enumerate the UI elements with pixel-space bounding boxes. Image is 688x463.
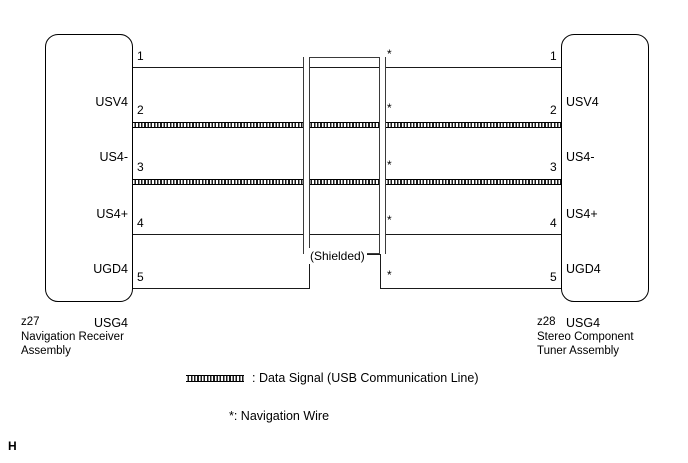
navigation-wire-marker-5: *: [387, 268, 392, 282]
pin-number-left-1: 1: [137, 49, 144, 63]
pin-number-right-5: 5: [550, 270, 557, 284]
terminal-label-left-ugd4: UGD4: [93, 262, 128, 276]
wire-ugd4: [133, 234, 561, 235]
connector-navigation-receiver-assembly[interactable]: USV4 US4- US4+ UGD4 USG4: [45, 34, 133, 329]
pin-number-right-2: 2: [550, 103, 557, 117]
connector-left-caption: z27 Navigation Receiver Assembly: [21, 316, 124, 357]
terminal-label-right-usg4: USG4: [566, 316, 601, 330]
terminal-label-right-us4-minus: US4-: [566, 150, 595, 164]
legend-item-data-signal: : Data Signal (USB Communication Line): [186, 372, 479, 385]
pin-number-right-1: 1: [550, 49, 557, 63]
terminal-label-right-us4-plus: US4+: [566, 207, 598, 221]
terminal-label-left-us4-plus: US4+: [96, 207, 128, 221]
pin-number-left-2: 2: [137, 103, 144, 117]
connector-right-caption: z28 Stereo Component Tuner Assembly: [537, 316, 634, 357]
pin-number-left-4: 4: [137, 216, 144, 230]
terminal-label-right-ugd4: UGD4: [566, 262, 601, 276]
wire-usv4: [133, 67, 561, 68]
pin-number-left-3: 3: [137, 160, 144, 174]
legend-item-navigation-wire: *: Navigation Wire: [229, 409, 330, 423]
wire-usg5-left-riser: [309, 254, 310, 289]
wire-usg5-right-riser: [380, 254, 381, 289]
pin-number-left-5: 5: [137, 270, 144, 284]
terminal-label-left-us4-minus: US4-: [99, 150, 128, 164]
wire-us4-plus: [133, 179, 561, 185]
terminal-label-left-usg4: USG4: [93, 316, 128, 330]
legend-data-signal-text: : Data Signal (USB Communication Line): [252, 371, 479, 385]
shield-box: [303, 57, 386, 254]
terminal-label-left-usv4: USV4: [95, 95, 128, 109]
terminal-label-right-usv4: USV4: [566, 95, 599, 109]
shield-label: (Shielded): [308, 248, 367, 264]
wire-usg4-left-segment: [133, 288, 309, 289]
wire-us4-minus: [133, 122, 561, 128]
wire-usg4-right-segment: [380, 288, 561, 289]
connector-stereo-component-tuner-assembly[interactable]: USV4 US4- US4+ UGD4 USG4: [561, 34, 649, 329]
navigation-wire-marker-4: *: [387, 213, 392, 227]
shield-right-edge: [379, 57, 386, 254]
pin-number-right-3: 3: [550, 160, 557, 174]
data-signal-swatch-icon: [186, 374, 244, 382]
navigation-wire-marker-1: *: [387, 47, 392, 61]
navigation-wire-marker-3: *: [387, 158, 392, 172]
pin-number-right-4: 4: [550, 216, 557, 230]
shield-left-edge: [303, 57, 310, 254]
shield-top-edge: [303, 57, 386, 58]
navigation-wire-marker-2: *: [387, 101, 392, 115]
page-code: H: [8, 439, 17, 453]
